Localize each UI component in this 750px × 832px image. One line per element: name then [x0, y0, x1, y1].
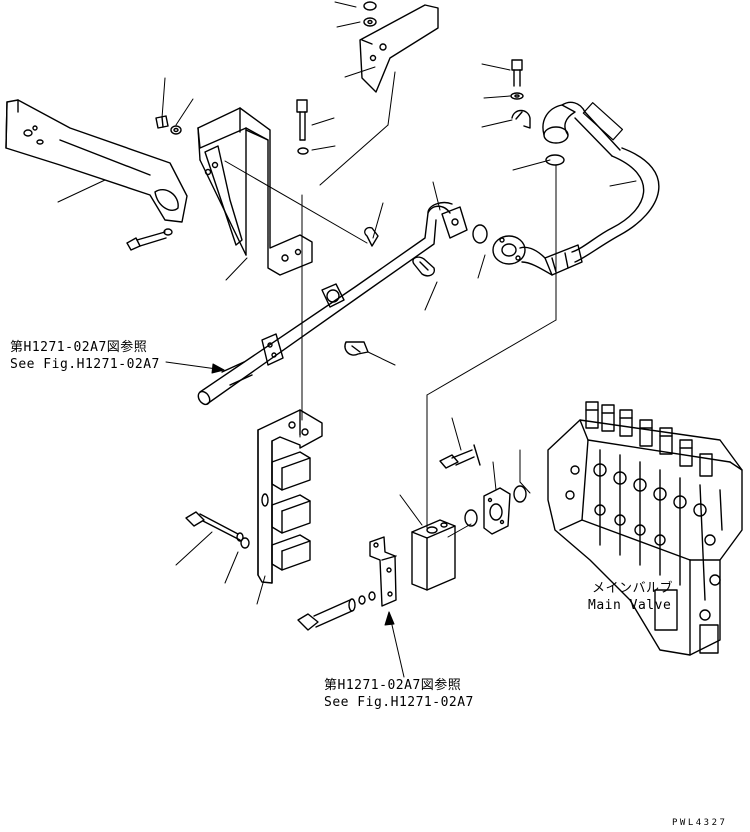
ref-bottom-jp: 第H1271-02A7図参照: [324, 678, 462, 693]
small-hardware: [126, 59, 531, 251]
junction-block: [411, 444, 527, 591]
main-valve-jp: メインバルブ: [592, 581, 674, 596]
reference-arrows: [165, 361, 405, 678]
ref-left-en: See Fig.H1271-02A7: [10, 357, 160, 372]
channel-bracket: [257, 409, 323, 584]
steel-pipe: [197, 201, 468, 406]
leader-lines: [57, 1, 637, 605]
main-valve-en: Main Valve: [588, 598, 672, 613]
ref-bottom-en: See Fig.H1271-02A7: [324, 695, 474, 710]
lower-left-bolt: [185, 511, 250, 549]
main-valve-body: [547, 401, 743, 656]
drawing-code: PWL4327: [672, 818, 728, 828]
ref-left-jp: 第H1271-02A7図参照: [10, 340, 148, 355]
top-bracket-plate: [359, 1, 439, 93]
pipe-clips: [344, 226, 435, 356]
left-arm-bracket: [5, 99, 188, 223]
bottom-plate: [297, 536, 397, 631]
upper-hose-assembly: [472, 101, 660, 276]
vertical-l-bracket: [197, 107, 313, 276]
